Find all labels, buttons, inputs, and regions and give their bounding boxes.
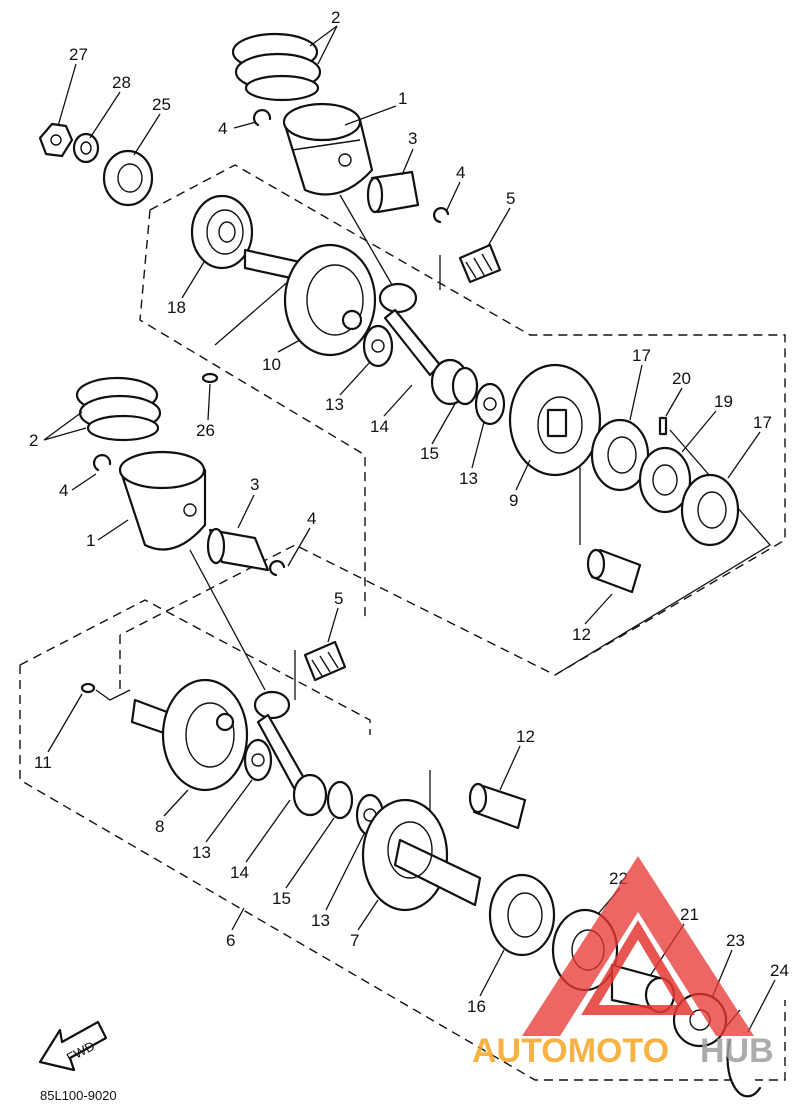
label-17-b: 17 xyxy=(753,413,772,432)
needle-bearing-top xyxy=(458,243,502,284)
label-2-top: 2 xyxy=(331,8,340,27)
piston-top xyxy=(282,102,374,196)
watermark-text-left: AUTOMOTO xyxy=(472,1032,669,1070)
label-4-left: 4 xyxy=(59,481,68,500)
label-21: 21 xyxy=(680,905,699,924)
label-3-top: 3 xyxy=(408,129,417,148)
bearing-17-b xyxy=(680,473,740,547)
circlip-left xyxy=(92,454,112,472)
watermark-logo: AUTOMOTO HUB xyxy=(472,856,774,1070)
nut-27 xyxy=(38,122,74,158)
bearing-15-low xyxy=(326,780,354,820)
label-6: 6 xyxy=(226,931,235,950)
key-26 xyxy=(201,372,219,384)
label-13-c: 13 xyxy=(192,843,211,862)
bearing-18 xyxy=(190,194,254,270)
label-19: 19 xyxy=(714,392,733,411)
label-4-top: 4 xyxy=(218,119,227,138)
label-10: 10 xyxy=(262,355,281,374)
crank-pin-12-top xyxy=(586,548,642,594)
piston-left xyxy=(118,450,207,551)
label-26: 26 xyxy=(196,421,215,440)
circlip-left-right xyxy=(269,560,286,577)
lower-assembly-boundary xyxy=(19,599,786,1081)
crank-pin-12-low xyxy=(468,782,527,830)
label-4-mid: 4 xyxy=(456,163,465,182)
crankshaft-left-9 xyxy=(508,363,602,477)
label-2-left: 2 xyxy=(29,431,38,450)
label-1-left: 1 xyxy=(86,531,95,550)
piston-rings-top xyxy=(231,32,322,102)
label-23: 23 xyxy=(726,931,745,950)
label-5-low: 5 xyxy=(334,589,343,608)
label-8: 8 xyxy=(155,817,164,836)
label-9: 9 xyxy=(509,491,518,510)
label-14-a: 14 xyxy=(370,417,389,436)
label-13-d: 13 xyxy=(311,911,330,930)
conrod-low-14 xyxy=(253,690,328,817)
circlip-24 xyxy=(726,1038,762,1098)
oil-seal-25 xyxy=(102,149,154,207)
needle-bearing-low xyxy=(303,640,347,682)
label-27: 27 xyxy=(69,45,88,64)
label-18: 18 xyxy=(167,298,186,317)
label-15-b: 15 xyxy=(272,889,291,908)
label-14-b: 14 xyxy=(230,863,249,882)
pin-20 xyxy=(658,416,668,436)
label-1-top: 1 xyxy=(398,89,407,108)
label-13-a: 13 xyxy=(325,395,344,414)
upper-assembly-boundary xyxy=(119,164,786,690)
piston-rings-left xyxy=(75,376,162,442)
bearing-17-a xyxy=(590,418,650,492)
label-20: 20 xyxy=(672,369,691,388)
key-11 xyxy=(80,682,96,694)
fwd-arrow-icon: FWD xyxy=(38,1020,108,1072)
label-15-a: 15 xyxy=(420,444,439,463)
label-24: 24 xyxy=(770,961,789,980)
label-12-b: 12 xyxy=(516,727,535,746)
label-7: 7 xyxy=(350,931,359,950)
piston-pin-left xyxy=(206,527,270,572)
washer-13-low-a xyxy=(243,738,273,782)
watermark-text-right: HUB xyxy=(700,1032,774,1070)
part-labels: 2 1 4 27 28 25 3 4 5 18 10 13 14 15 13 9… xyxy=(29,8,789,1033)
label-3-left: 3 xyxy=(250,475,259,494)
crankshaft-7 xyxy=(361,798,482,912)
label-12-a: 12 xyxy=(572,625,591,644)
washer-13-top-b xyxy=(474,382,506,426)
washer-28 xyxy=(72,132,100,164)
circlip-top-right xyxy=(433,207,450,224)
label-4-left2: 4 xyxy=(307,509,316,528)
label-25: 25 xyxy=(152,95,171,114)
label-5-top: 5 xyxy=(506,189,515,208)
label-17-a: 17 xyxy=(632,346,651,365)
bearing-15-top xyxy=(451,366,479,406)
collar-19 xyxy=(638,446,692,514)
diagram-code: 85L100-9020 xyxy=(40,1088,117,1103)
label-16: 16 xyxy=(467,997,486,1016)
circlip-top xyxy=(252,109,272,127)
label-11: 11 xyxy=(34,753,52,772)
label-13-b: 13 xyxy=(459,469,478,488)
label-28: 28 xyxy=(112,73,131,92)
washer-13-top-a xyxy=(362,324,394,368)
crankshaft-right-10 xyxy=(243,243,377,357)
crankshaft-8 xyxy=(130,678,249,792)
bearing-16 xyxy=(488,873,556,957)
piston-pin-top xyxy=(366,170,420,214)
